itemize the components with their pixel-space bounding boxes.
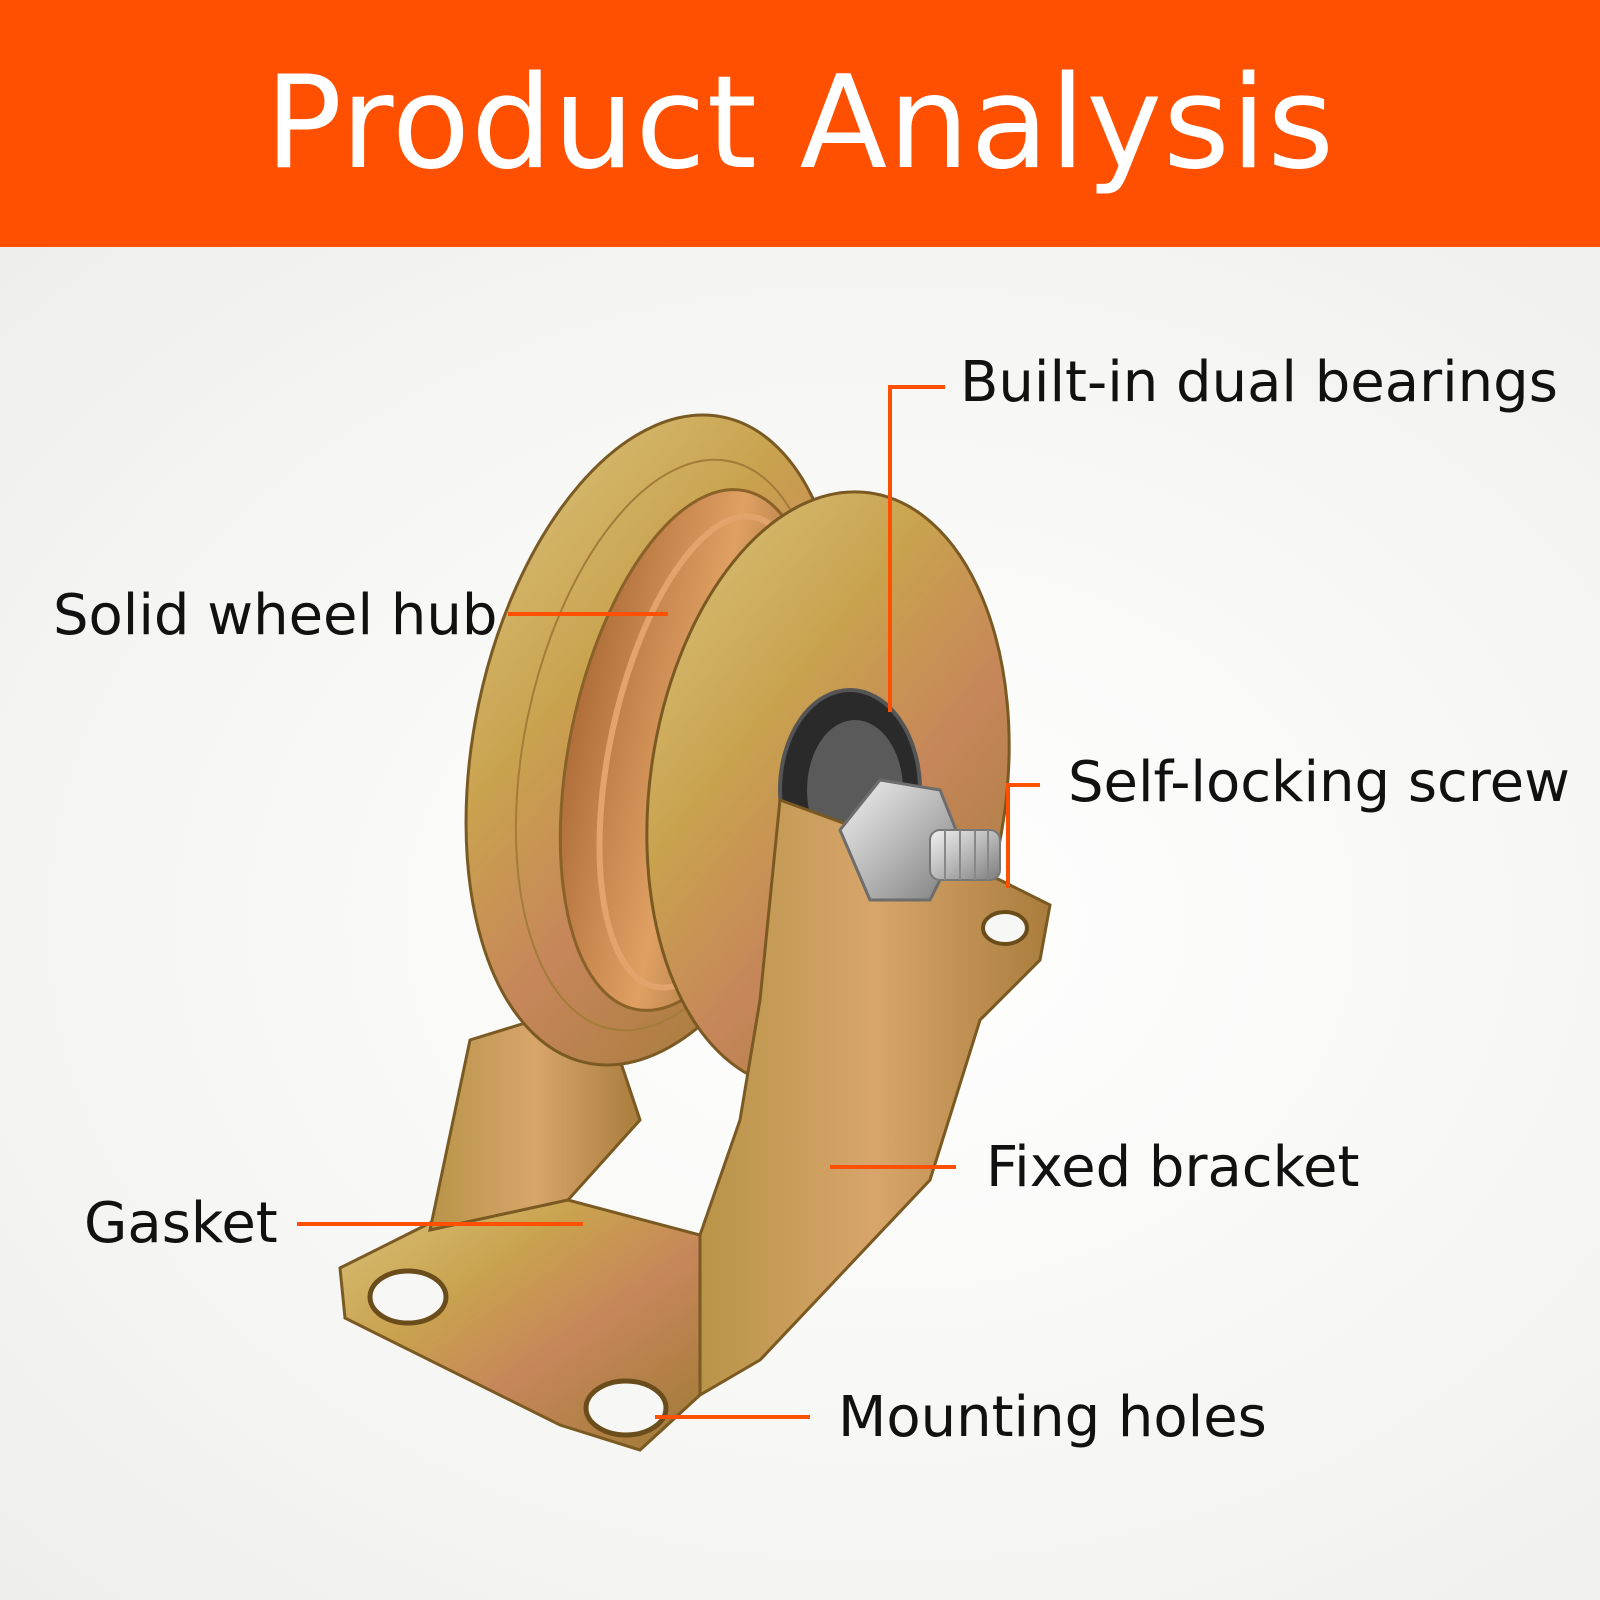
leader-line-bearings (888, 385, 945, 712)
callout-built-in-dual-bearings: Built-in dual bearings (960, 350, 1558, 415)
leader-line-screw (1006, 783, 1040, 888)
mounting-base-plate (338, 1198, 702, 1452)
callout-fixed-bracket: Fixed bracket (986, 1135, 1360, 1200)
fixed-bracket-shape (698, 797, 1052, 1398)
callout-solid-wheel-hub: Solid wheel hub (53, 583, 498, 648)
screw-thread (929, 829, 1001, 881)
callout-mounting-holes: Mounting holes (838, 1385, 1267, 1450)
mounting-hole-right (583, 1378, 669, 1438)
callout-self-locking-screw: Self-locking screw (1068, 750, 1570, 815)
header-banner: Product Analysis (0, 0, 1600, 247)
callout-leader-lines (297, 385, 1040, 1419)
mounting-hole-left (367, 1268, 449, 1326)
page-title: Product Analysis (264, 49, 1336, 198)
callout-gasket: Gasket (84, 1191, 278, 1256)
